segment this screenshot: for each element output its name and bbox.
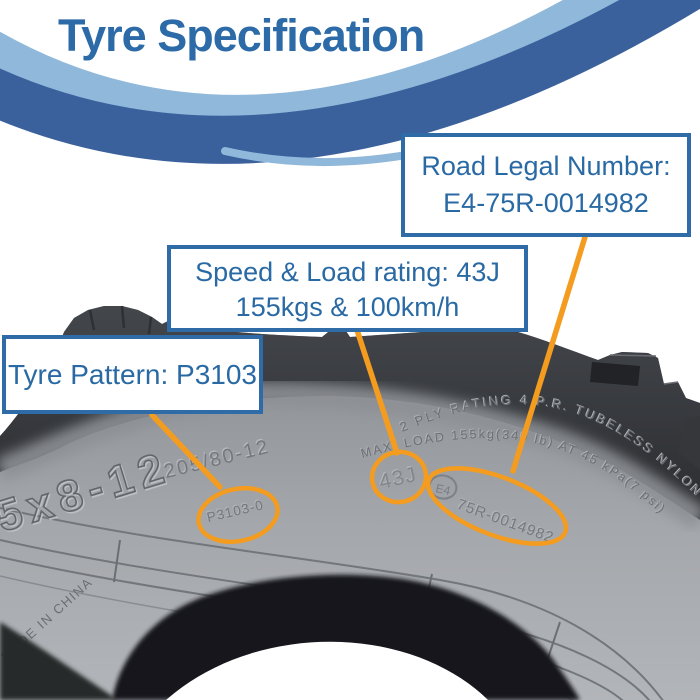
annotations bbox=[149, 234, 588, 546]
tyre-photo: 5x8-12 5x8-12 205/80-12 205/80-12 2 PLY … bbox=[0, 305, 700, 700]
page-title: Tyre Specification bbox=[58, 10, 425, 61]
callout-speed-load-rating: Speed & Load rating: 43J 155kgs & 100km/… bbox=[167, 245, 528, 332]
swoosh-light-band bbox=[0, 0, 638, 133]
corner-shadow bbox=[0, 622, 118, 700]
callout-tyre-pattern: Tyre Pattern: P3103 bbox=[2, 335, 263, 414]
highlight-ellipse-pattern-code bbox=[196, 485, 280, 545]
callout-road-legal-number: Road Legal Number: E4-75R-0014982 bbox=[401, 133, 691, 237]
leader-line-speed-load bbox=[354, 327, 400, 456]
e-mark-text: E4 bbox=[434, 481, 452, 498]
highlight-ellipse-speed-load-code bbox=[369, 449, 429, 505]
tread-knob-details bbox=[88, 305, 700, 470]
leader-line-tyre-pattern bbox=[149, 412, 223, 490]
swoosh-dark-band bbox=[0, 0, 700, 164]
highlight-ellipse-road-legal-code bbox=[425, 466, 569, 546]
road-legal-label: Road Legal Number: bbox=[421, 151, 671, 181]
speed-load-value: 155kgs & 100km/h bbox=[235, 292, 460, 322]
speed-load-label: Speed & Load rating: 43J bbox=[195, 257, 500, 287]
tread-blend bbox=[0, 381, 700, 530]
tyre-pattern-label: Tyre Pattern: P3103 bbox=[7, 359, 258, 390]
leader-line-road-legal bbox=[510, 234, 588, 474]
road-legal-value: E4-75R-0014982 bbox=[443, 188, 649, 218]
